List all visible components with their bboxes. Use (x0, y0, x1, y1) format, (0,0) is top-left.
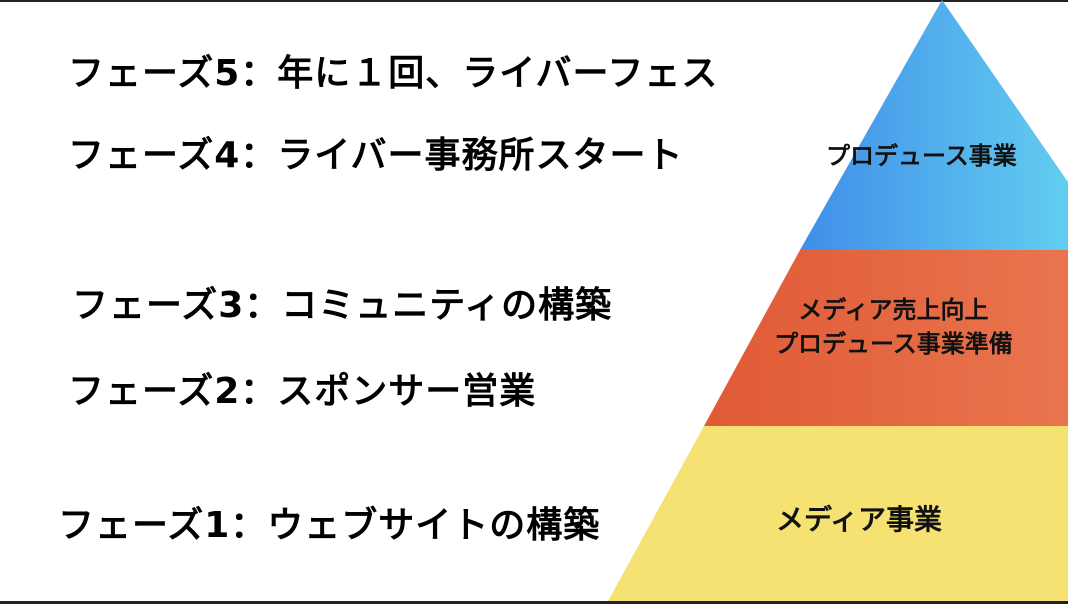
phase-3-label: フェーズ3：コミュニティの構築 (72, 285, 613, 326)
phase-1-label: フェーズ1：ウェブサイトの構築 (58, 505, 601, 546)
phase-4-label: フェーズ4：ライバー事務所スタート (68, 135, 684, 176)
pyramid-tier-top (800, 0, 1068, 250)
tier-top-label: プロデュース事業 (826, 142, 1017, 170)
tier-bottom-label: メディア事業 (776, 503, 943, 536)
phase-2-label: フェーズ2：スポンサー営業 (68, 371, 537, 412)
tier-middle-line1: メディア売上向上 (798, 296, 989, 324)
tier-middle-line2: プロデュース事業準備 (774, 329, 1013, 358)
top-border (0, 0, 1068, 2)
pyramid-tier-bottom (608, 426, 1068, 601)
pyramid-tier-middle (704, 250, 1068, 426)
bottom-border (0, 601, 1068, 604)
phase-5-label: フェーズ5：年に１回、ライバーフェス (68, 53, 719, 94)
tier-middle-label: メディア売上向上 プロデュース事業準備 (774, 294, 1013, 361)
